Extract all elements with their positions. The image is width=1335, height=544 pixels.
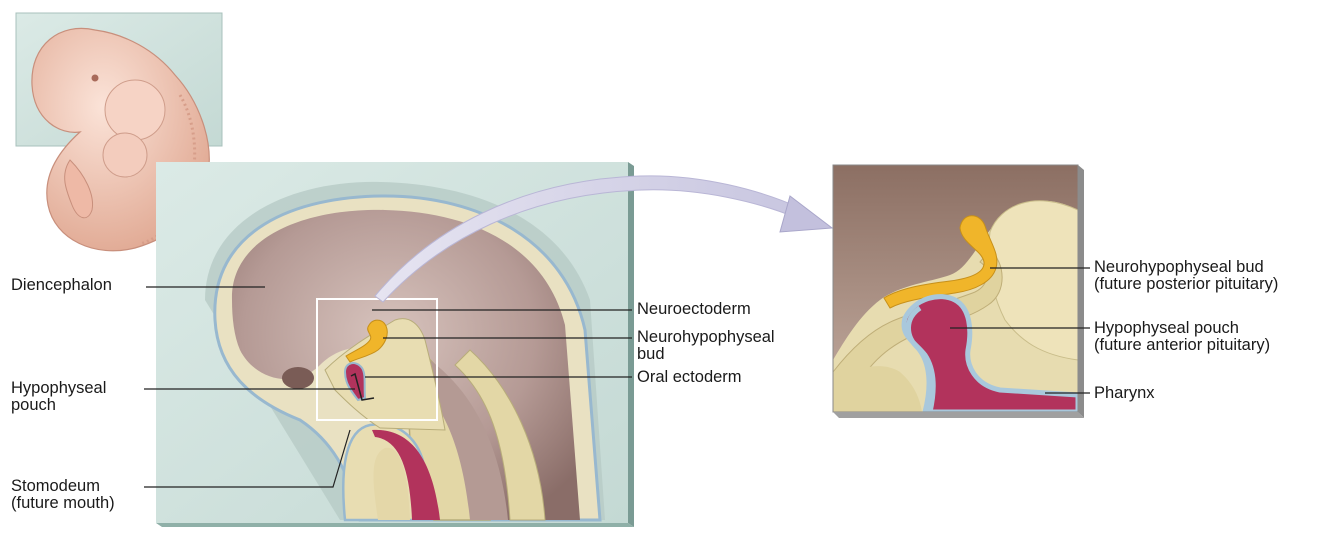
- label-neurohypophyseal-bud: Neurohypophyseal bud: [637, 329, 775, 363]
- cross-section-panel: [156, 162, 634, 527]
- label-stomodeum: Stomodeum (future mouth): [11, 478, 115, 512]
- magnified-panel: [833, 165, 1084, 418]
- label-oral-ectoderm: Oral ectoderm: [637, 369, 742, 386]
- label-hypophyseal-pouch-right: Hypophyseal pouch (future anterior pitui…: [1094, 320, 1270, 354]
- label-diencephalon: Diencephalon: [11, 277, 112, 294]
- label-pharynx: Pharynx: [1094, 385, 1155, 402]
- label-neurohypophyseal-bud-right: Neurohypophyseal bud (future posterior p…: [1094, 259, 1278, 293]
- label-neuroectoderm: Neuroectoderm: [637, 301, 751, 318]
- label-hypophyseal-pouch: Hypophyseal pouch: [11, 380, 106, 414]
